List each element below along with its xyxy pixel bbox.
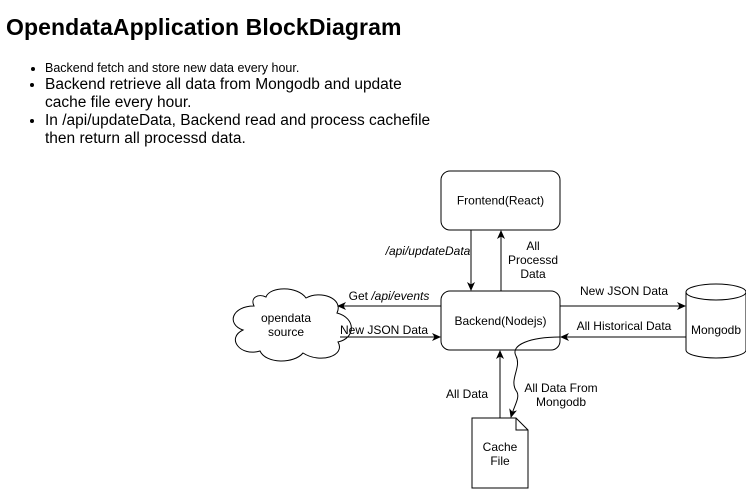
edge-label-get-api-events: Get /api/events: [349, 289, 430, 303]
cache-file-node: [471, 417, 529, 489]
edge-label-new-json-right: New JSON Data: [580, 284, 668, 298]
opendata-label-line2: source: [268, 325, 304, 339]
edge-label-new-json-left: New JSON Data: [340, 323, 428, 337]
edge-label-all-processd-line2: Processd: [508, 253, 558, 267]
edge-label-all-from-mongo-line2: Mongodb: [536, 395, 586, 409]
edge-label-all-from-mongo-line1: All Data From: [524, 381, 597, 395]
opendata-source-node: [232, 288, 352, 362]
opendata-label-line1: opendata: [261, 311, 311, 325]
edge-label-all-historical-data: All Historical Data: [577, 319, 672, 333]
mongodb-label: Mongodb: [691, 323, 741, 337]
edge-label-api-update-data: /api/updateData: [385, 244, 471, 258]
bullet-item: Backend fetch and store new data every h…: [45, 60, 445, 76]
cache-file-label-line1: Cache: [483, 440, 518, 454]
edge-label-all-processd-line3: Data: [520, 267, 546, 281]
cache-file-label-line2: File: [490, 454, 510, 468]
bullet-item: In /api/updateData, Backend read and pro…: [45, 112, 445, 148]
frontend-label: Frontend(React): [457, 194, 544, 208]
edge-label-all-data: All Data: [446, 387, 488, 401]
bullet-item: Backend retrieve all data from Mongodb a…: [45, 76, 445, 112]
edge-label-get-prefix: Get: [349, 289, 372, 303]
edge-all-data-from-mongodb: [509, 336, 561, 418]
backend-label: Backend(Nodejs): [454, 314, 546, 328]
edge-label-all-processd-line1: All: [526, 239, 539, 253]
page-title: OpendataApplication BlockDiagram: [6, 14, 402, 40]
edge-label-api-events: /api/events: [370, 289, 429, 303]
mongodb-node: [685, 283, 746, 359]
description-list: Backend fetch and store new data every h…: [27, 60, 445, 148]
